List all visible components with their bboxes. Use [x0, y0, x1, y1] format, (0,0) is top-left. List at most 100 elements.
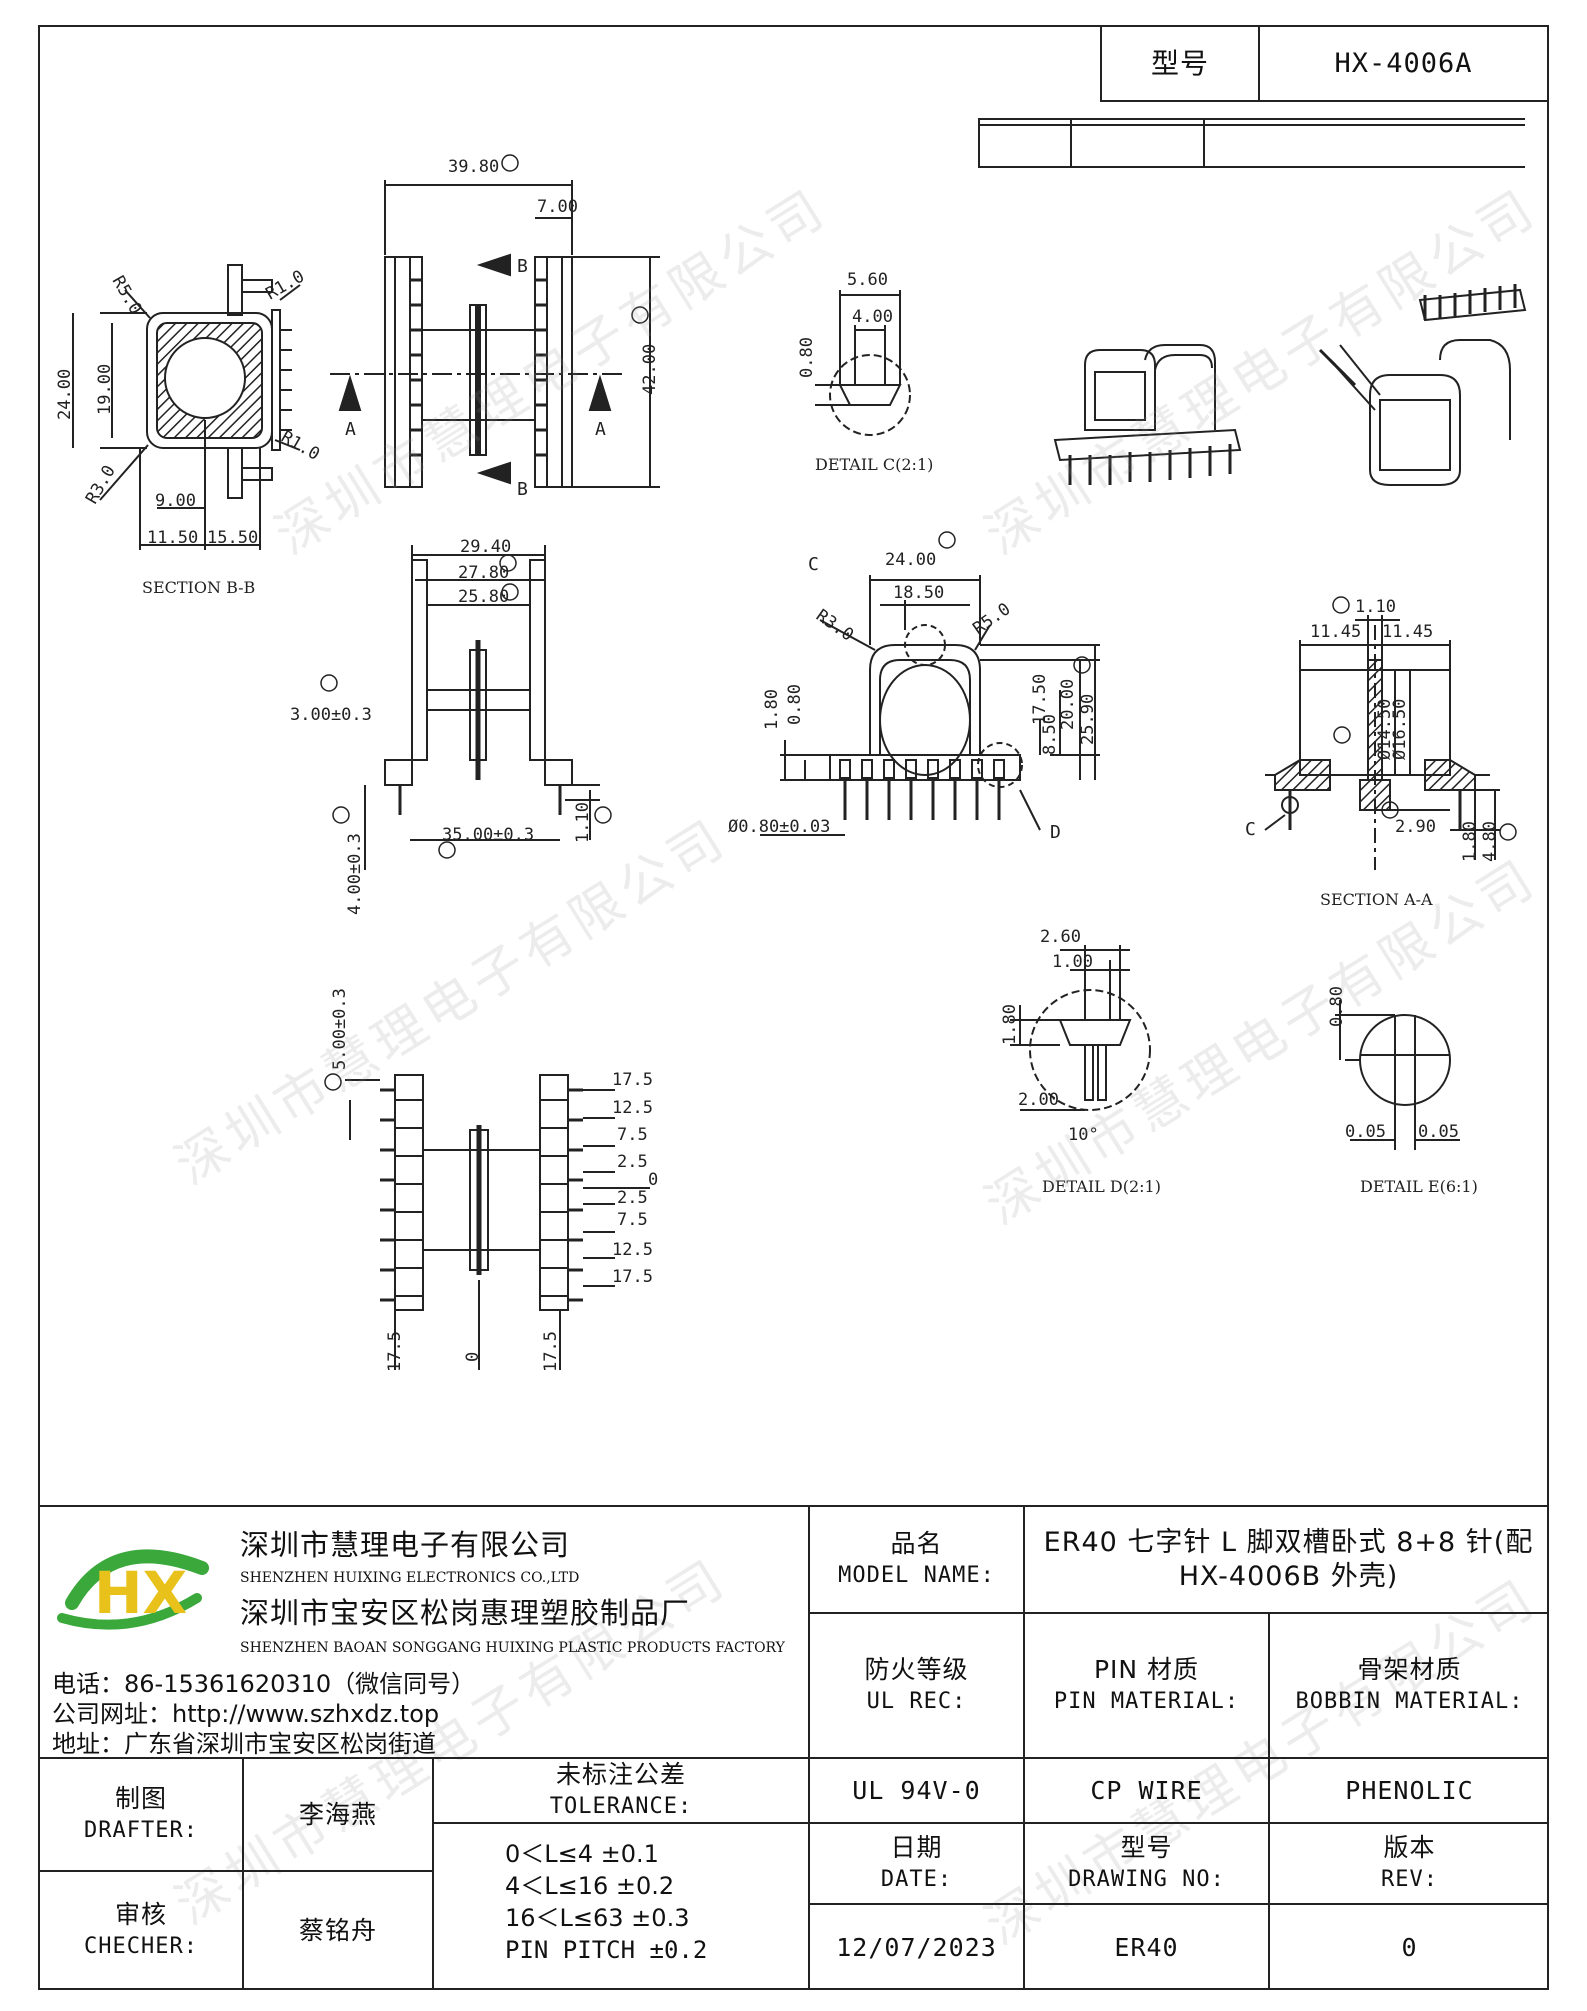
label-section-bb: SECTION B-B: [142, 578, 255, 597]
model-name-en: MODEL NAME:: [838, 1562, 995, 1588]
dim-7-00: 7.00: [537, 197, 578, 217]
dim-0-80-c: 0.80: [797, 337, 817, 378]
drawing-cn: 型号: [1120, 1832, 1173, 1862]
dim-19-00: 19.00: [95, 364, 115, 415]
front-view: [330, 180, 660, 488]
dim-dia-14-50: Ø14.50: [1375, 699, 1395, 760]
label-c-aa: C: [1245, 819, 1256, 840]
dim-0-80-e: 0.80: [1327, 986, 1347, 1027]
company-name-en: SHENZHEN HUIXING ELECTRONICS CO.,LTD: [240, 1570, 580, 1586]
dim-r5-b: R5.0: [969, 599, 1014, 639]
model-name-cn: 品名: [890, 1528, 943, 1558]
drafter-label: 制图 DRAFTER:: [40, 1759, 242, 1870]
dim-1-10-aa: 1.10: [1355, 597, 1396, 617]
checker-cn: 审核: [114, 1900, 167, 1929]
section-aa-view: [1264, 615, 1500, 870]
company-address: 地址：广东省深圳市宝安区松岗街道: [52, 1730, 436, 1758]
pitch-2-5-b: 2.5: [617, 1188, 648, 1208]
model-box: [1100, 25, 1549, 102]
tolerance-label: 未标注公差 TOLERANCE:: [434, 1759, 808, 1822]
dim-29-40: 29.40: [460, 537, 511, 557]
dim-35-00: 35.00±0.3: [442, 825, 534, 845]
rev-cn: 版本: [1383, 1832, 1436, 1862]
dim-24-00: 24.00: [55, 369, 75, 420]
tolerance-cn: 未标注公差: [555, 1759, 686, 1789]
tolerance-list: 0＜L≤4 ±0.1 4＜L≤16 ±0.2 16＜L≤63 ±0.3 PIN …: [505, 1838, 707, 1966]
dim-4-80: 4.80: [1480, 821, 1500, 862]
detail-c-view: [815, 290, 911, 436]
dim-39-80: 39.80: [448, 157, 499, 177]
dim-1-80-aa: 1.80: [1460, 821, 1480, 862]
bottom-17-5-b: 17.5: [541, 1331, 561, 1372]
dim-25-80: 25.80: [458, 587, 509, 607]
bottom-0: 0: [463, 1352, 483, 1362]
dim-1-80: 1.80: [762, 689, 782, 730]
tolerance-line: 4＜L≤16 ±0.2: [505, 1872, 675, 1900]
model-name-value: ER40 七字针 L 脚双槽卧式 8+8 针(配 HX-4006B 外壳): [1043, 1526, 1534, 1592]
tolerance-line: PIN PITCH ±0.2: [505, 1936, 708, 1964]
drawing-no-value: ER40: [1114, 1932, 1179, 1962]
bobbin-material-label: 骨架材质 BOBBIN MATERIAL:: [1270, 1614, 1549, 1757]
bottom-17-5-a: 17.5: [385, 1331, 405, 1372]
section-bb-view: [72, 264, 301, 550]
company-logo: HX: [52, 1528, 220, 1638]
pitch-17-5-b: 17.5: [612, 1267, 653, 1287]
dim-r5: R5.0: [108, 273, 146, 318]
dim-5-00: 5.00±0.3: [330, 988, 350, 1070]
label-a-right: A: [595, 419, 606, 440]
dim-9-00: 9.00: [155, 491, 196, 511]
tolerance-line: 0＜L≤4 ±0.1: [505, 1840, 659, 1868]
pitch-2-5-a: 2.5: [617, 1152, 648, 1172]
tolerance-line: 16＜L≤63 ±0.3: [505, 1904, 690, 1932]
pitch-7-5-a: 7.5: [617, 1125, 648, 1145]
pin-cn: PIN 材质: [1093, 1654, 1200, 1684]
dim-5-60: 5.60: [847, 270, 888, 290]
dim-11-50: 11.50: [147, 528, 198, 548]
checker-label: 审核 CHECHER:: [40, 1872, 242, 1990]
dim-11-45-a: 11.45: [1310, 622, 1361, 642]
rev-value: 0: [1401, 1932, 1418, 1962]
ul-en: UL REC:: [866, 1688, 967, 1714]
drawing-frame: [38, 25, 1549, 1990]
dim-pin-dia: Ø0.80±0.03: [728, 817, 830, 837]
isometric-view-1: [1053, 344, 1242, 485]
dim-1-10-side: 1.10: [573, 802, 593, 843]
label-d: D: [1050, 822, 1061, 843]
dim-dia-16-50: Ø16.50: [1390, 699, 1410, 760]
label-section-aa: SECTION A-A: [1320, 890, 1433, 909]
detail-e-view: [1335, 1000, 1460, 1150]
date-en: DATE:: [880, 1866, 953, 1892]
dim-1-00: 1.00: [1052, 952, 1093, 972]
rev-label: 版本 REV:: [1270, 1824, 1549, 1903]
model-value: HX-4006A: [1334, 47, 1473, 79]
dim-4-00-tol: 4.00±0.3: [345, 833, 365, 915]
drawing-en: DRAWING NO:: [1068, 1866, 1225, 1892]
dim-r1-top: R1.0: [263, 267, 308, 305]
revision-strip: [978, 118, 1525, 168]
model-name-label: 品名 MODEL NAME:: [810, 1507, 1023, 1612]
dim-17-50: 17.50: [1030, 674, 1050, 725]
dim-0-05-b: 0.05: [1418, 1122, 1459, 1142]
date-value: 12/07/2023: [836, 1932, 997, 1962]
factory-name-cn: 深圳市宝安区松岗惠理塑胶制品厂: [240, 1596, 691, 1630]
drafter-en: DRAFTER:: [84, 1817, 198, 1843]
pitch-0: 0: [648, 1170, 658, 1190]
dim-8-50: 8.50: [1040, 714, 1060, 755]
pitch-17-5-a: 17.5: [612, 1070, 653, 1090]
pin-material-label: PIN 材质 PIN MATERIAL:: [1025, 1614, 1268, 1757]
dim-27-80: 27.80: [458, 563, 509, 583]
label-a-left: A: [345, 419, 356, 440]
dim-3-00: 3.00±0.3: [290, 705, 372, 725]
dim-4-00: 4.00: [852, 307, 893, 327]
balloon-marks: [320, 154, 1517, 1091]
side-view: [364, 545, 600, 870]
factory-name-en: SHENZHEN BAOAN SONGGANG HUIXING PLASTIC …: [240, 1640, 785, 1656]
logo-text: HX: [94, 1559, 187, 1627]
drafter-value: 李海燕: [298, 1799, 377, 1829]
dim-15-50: 15.50: [207, 528, 258, 548]
drafter-cn: 制图: [114, 1783, 167, 1813]
pin-en: PIN MATERIAL:: [1053, 1688, 1240, 1714]
dim-25-90: 25.90: [1078, 694, 1098, 745]
dim-r3-b: R3.0: [812, 606, 857, 646]
label-detail-e: DETAIL E(6:1): [1360, 1177, 1478, 1196]
